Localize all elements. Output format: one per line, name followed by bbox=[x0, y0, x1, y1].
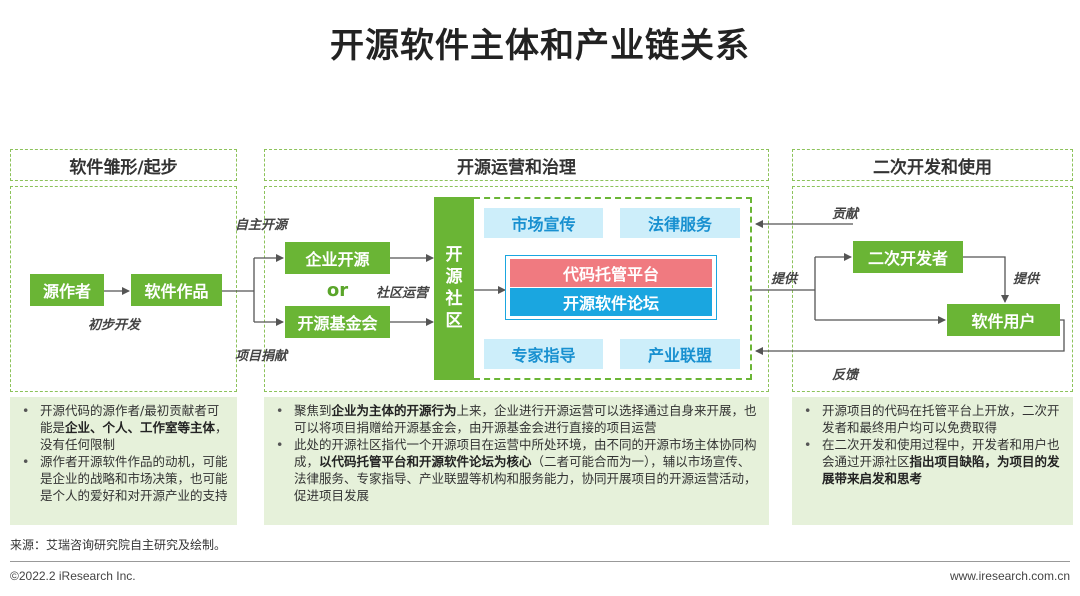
node-expert-guidance: 专家指导 bbox=[484, 339, 603, 369]
source-note: 来源：艾瑞咨询研究院自主研究及绘制。 bbox=[10, 538, 227, 552]
note-operation-item-1: 聚焦到企业为主体的开源行为上来，企业进行开源运营可以选择通过自身来开展，也可以将… bbox=[272, 402, 761, 436]
or-text: or bbox=[326, 280, 349, 301]
section-body-operation bbox=[264, 186, 769, 392]
arrow-feedback bbox=[755, 319, 1065, 355]
label-feedback: 反馈 bbox=[832, 368, 859, 383]
node-open-community-label: 开源社区 bbox=[445, 245, 463, 331]
footer-divider bbox=[10, 561, 1070, 562]
section-body-origin bbox=[10, 186, 237, 392]
label-provide-right: 提供 bbox=[1013, 272, 1040, 287]
node-software-work: 软件作品 bbox=[131, 274, 222, 306]
note-origin: 开源代码的源作者/最初贡献者可能是企业、个人、工作室等主体，没有任何限制 源作者… bbox=[10, 397, 237, 525]
note-secondary-item-1: 开源项目的代码在托管平台上开放，二次开发者和最终用户均可以免费取得 bbox=[800, 402, 1065, 436]
node-legal-service: 法律服务 bbox=[620, 208, 740, 238]
label-initial-dev: 初步开发 bbox=[88, 318, 141, 333]
node-secondary-developer: 二次开发者 bbox=[853, 241, 963, 273]
section-header-operation: 开源运营和治理 bbox=[264, 149, 769, 181]
note-operation: 聚焦到企业为主体的开源行为上来，企业进行开源运营可以选择通过自身来开展，也可以将… bbox=[264, 397, 769, 525]
note-secondary-item-2: 在二次开发和使用过程中，开发者和用户也会通过开源社区指出项目缺陷，为项目的发展带… bbox=[800, 436, 1065, 487]
label-contribute: 贡献 bbox=[832, 207, 859, 222]
note-secondary: 开源项目的代码在托管平台上开放，二次开发者和最终用户均可以免费取得 在二次开发和… bbox=[792, 397, 1073, 525]
node-marketing: 市场宣传 bbox=[484, 208, 603, 238]
note-origin-item-1: 开源代码的源作者/最初贡献者可能是企业、个人、工作室等主体，没有任何限制 bbox=[18, 402, 229, 453]
community-frame bbox=[474, 197, 752, 380]
footer-website[interactable]: www.iresearch.com.cn bbox=[949, 569, 1070, 583]
note-operation-item-2: 此处的开源社区指代一个开源项目在运营中所处环境，由不同的开源市场主体协同构成，以… bbox=[272, 436, 761, 504]
node-open-foundation: 开源基金会 bbox=[285, 306, 390, 338]
label-community-ops: 社区运营 bbox=[376, 286, 429, 301]
node-source-author: 源作者 bbox=[30, 274, 104, 306]
note-origin-item-2: 源作者开源软件作品的动机，可能是企业的战略和市场决策，也可能是个人的爱好和对开源… bbox=[18, 453, 229, 504]
label-provide-left: 提供 bbox=[771, 272, 798, 287]
node-open-community bbox=[434, 197, 474, 380]
label-project-donation: 项目捐献 bbox=[235, 349, 288, 364]
arrow-developer-to-user bbox=[963, 256, 1009, 303]
node-industry-alliance: 产业联盟 bbox=[620, 339, 740, 369]
section-header-secondary: 二次开发和使用 bbox=[792, 149, 1073, 181]
node-enterprise-open: 企业开源 bbox=[285, 242, 390, 274]
footer-copyright: ©2022.2 iResearch Inc. bbox=[10, 569, 136, 583]
node-code-hosting: 代码托管平台 bbox=[510, 259, 712, 287]
node-software-forum: 开源软件论坛 bbox=[510, 288, 712, 316]
page-title: 开源软件主体和产业链关系 bbox=[330, 26, 750, 66]
node-software-user: 软件用户 bbox=[947, 304, 1060, 336]
label-self-open: 自主开源 bbox=[235, 218, 288, 233]
section-body-secondary bbox=[792, 186, 1073, 392]
section-header-origin: 软件雏形/起步 bbox=[10, 149, 237, 181]
